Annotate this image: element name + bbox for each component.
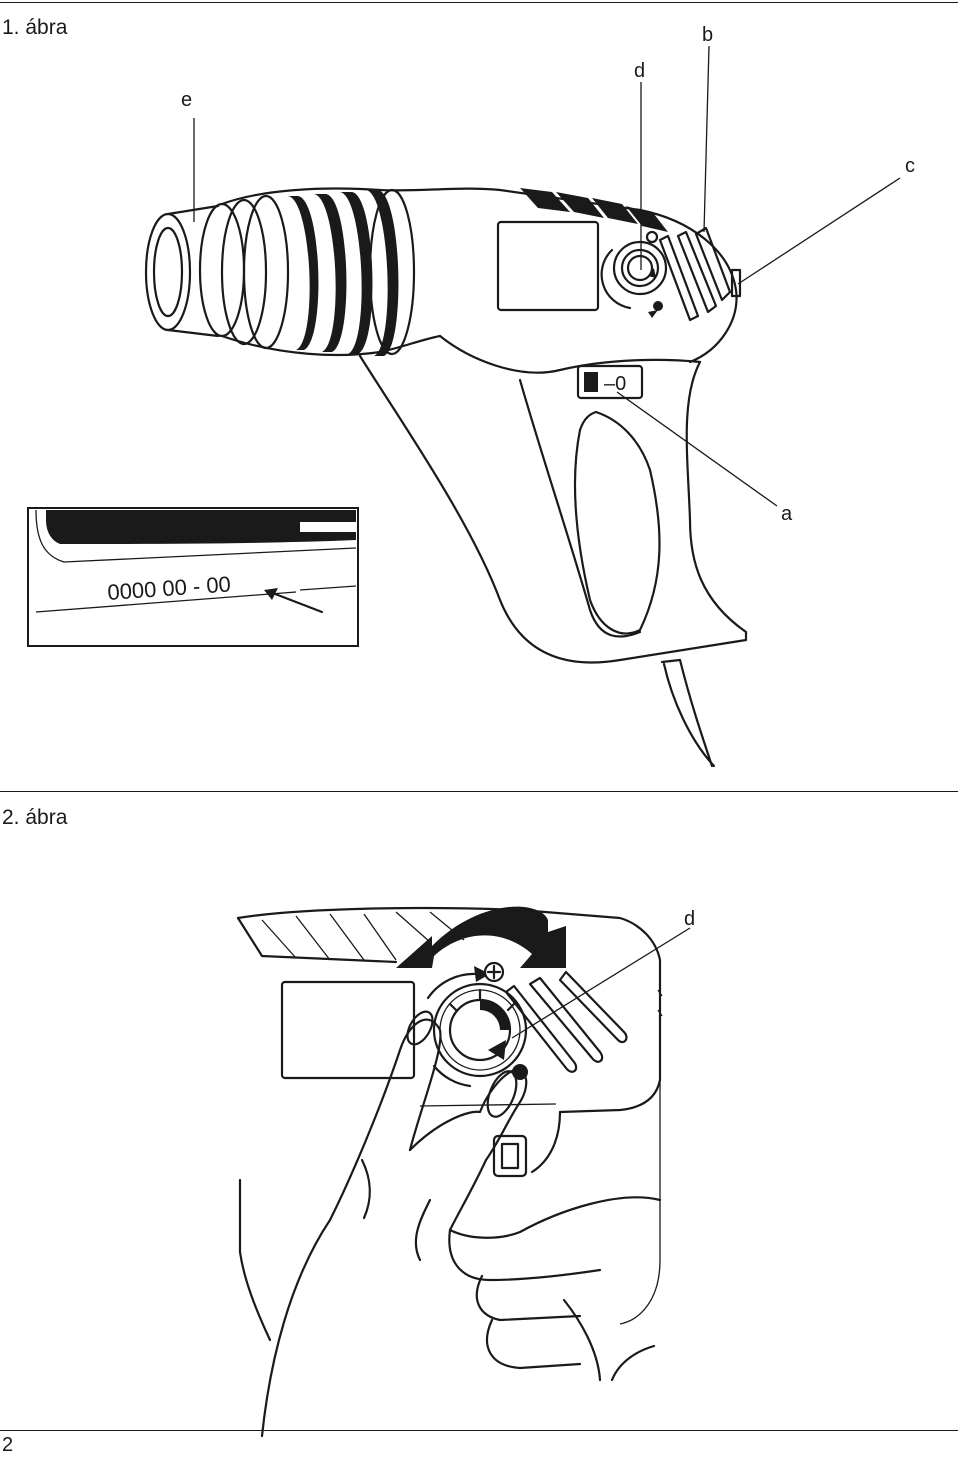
label-c: c <box>905 155 915 177</box>
rotation-arrow <box>396 906 566 968</box>
tool-body <box>236 906 663 1325</box>
vented-body <box>220 187 742 364</box>
label-e: e <box>181 89 193 111</box>
switch-mark: –0 <box>604 373 626 395</box>
leader-lines <box>193 45 901 507</box>
middle-rule <box>0 791 958 792</box>
label-a: a <box>781 503 793 525</box>
dial-adjustment-illustration <box>236 906 691 1438</box>
label-d: d <box>634 60 646 82</box>
hand <box>238 1010 662 1438</box>
top-rule <box>0 2 958 3</box>
nozzle <box>144 202 246 338</box>
label-b: b <box>702 24 714 46</box>
handle: –0 <box>358 334 748 768</box>
temperature-dial <box>426 961 528 1088</box>
figure-1-title: 1. ábra <box>2 16 68 39</box>
figure-2-title: 2. ábra <box>2 806 68 829</box>
serial-inset <box>27 507 359 647</box>
page-number: 2 <box>2 1434 14 1456</box>
label-d-figure2: d <box>684 908 696 930</box>
heat-gun-illustration: –0 0000 00 - 00 <box>27 45 901 768</box>
bottom-rule <box>0 1430 958 1431</box>
